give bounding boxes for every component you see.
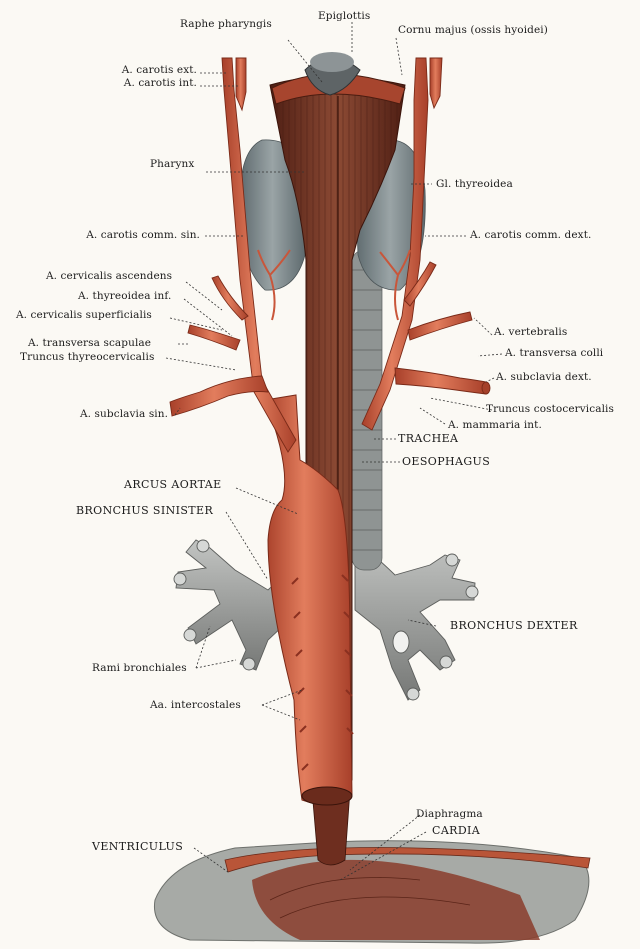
label-carotis-int: A. carotis int. xyxy=(123,77,197,89)
left-carotid-shape xyxy=(169,57,297,453)
leader-lines xyxy=(165,22,503,881)
label-aa-intercostales: Aa. intercostales xyxy=(150,699,241,711)
label-oesophagus: OESOPHAGUS xyxy=(402,455,491,468)
label-vertebralis: A. vertebralis xyxy=(494,326,568,338)
label-epiglottis: Epiglottis xyxy=(318,10,371,22)
label-thyreoidea-inf: A. thyreoidea inf. xyxy=(78,290,172,302)
epiglottis-shape xyxy=(271,52,406,105)
label-truncus-costocervicalis: Truncus costocervicalis xyxy=(486,403,614,415)
label-truncus-thyreocervicalis: Truncus thyreocervicalis xyxy=(20,351,155,363)
label-pharynx: Pharynx xyxy=(150,158,195,170)
label-diaphragma: Diaphragma xyxy=(416,808,483,820)
label-cervicalis-ascendens: A. cervicalis ascendens xyxy=(46,270,173,282)
label-raphe-pharyngis: Raphe pharyngis xyxy=(180,18,272,30)
label-cardia: CARDIA xyxy=(432,824,481,837)
label-arcus-aortae: ARCUS AORTAE xyxy=(124,478,222,491)
label-cervicalis-superficialis: A. cervicalis superficialis xyxy=(16,309,152,321)
label-carotis-comm-dext: A. carotis comm. dext. xyxy=(470,229,592,241)
label-subclavia-sin: A. subclavia sin. xyxy=(80,408,169,420)
label-bronchus-sinister: BRONCHUS SINISTER xyxy=(76,504,214,517)
label-rami-bronchiales: Rami bronchiales xyxy=(92,662,187,674)
right-carotid-shape xyxy=(361,57,491,431)
thyroid-artery-lines xyxy=(257,249,411,321)
label-gl-thyreoidea: Gl. thyreoidea xyxy=(436,178,513,190)
label-cornu-majus: Cornu majus (ossis hyoidei) xyxy=(398,24,548,36)
label-trachea: TRACHEA xyxy=(398,432,459,445)
label-carotis-comm-sin: A. carotis comm. sin. xyxy=(86,229,200,241)
bronchi-shape xyxy=(173,539,479,701)
label-ventriculus: VENTRICULUS xyxy=(92,840,184,853)
ventriculus-shape xyxy=(153,840,591,944)
label-subclavia-dext: A. subclavia dext. xyxy=(496,371,592,383)
pharynx-oesophagus-shape xyxy=(269,76,406,866)
label-carotis-ext: A. carotis ext. xyxy=(121,64,197,76)
trachea-shape xyxy=(351,249,383,571)
label-bronchus-dexter: BRONCHUS DEXTER xyxy=(450,619,578,632)
label-transversa-scapulae: A. transversa scapulae xyxy=(28,337,152,349)
aorta-shape xyxy=(264,394,354,806)
label-transversa-colli: A. transversa colli xyxy=(505,347,604,359)
label-mammaria-int: A. mammaria int. xyxy=(448,419,542,431)
